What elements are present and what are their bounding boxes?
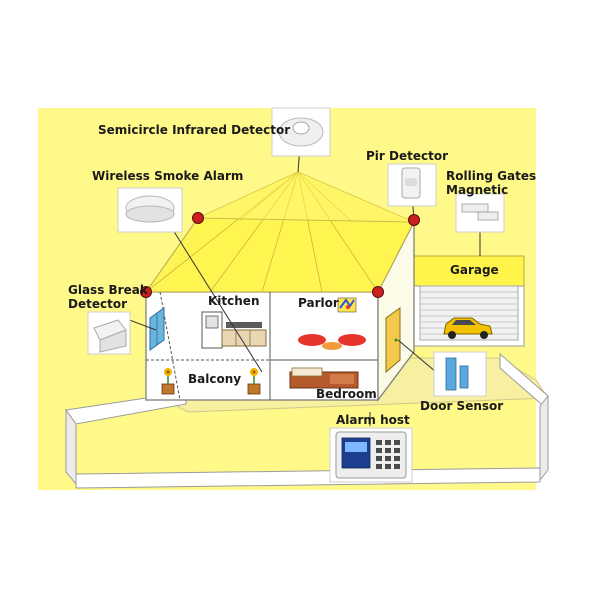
- label-semicircle-infrared-detector: Semicircle Infrared Detector: [98, 123, 291, 137]
- door-sensor-icon: [433, 351, 487, 397]
- balcony-flower-right: [247, 368, 261, 395]
- balcony-flower-left: [161, 368, 175, 395]
- label-magnetic: Magnetic: [446, 183, 509, 197]
- parlor-painting: [337, 297, 357, 313]
- semicircle-infrared-detector-icon: [271, 107, 331, 157]
- sensor-dot-roof-right: [408, 214, 420, 226]
- label-bedroom: Bedroom: [316, 387, 377, 401]
- rolling-gate-magnetic-icon: [455, 193, 505, 233]
- label-detector: Detector: [68, 297, 127, 311]
- label-wireless-smoke-alarm: Wireless Smoke Alarm: [92, 169, 244, 183]
- label-parlor: Parlor: [298, 296, 339, 310]
- room-dividers: [146, 291, 378, 401]
- smoke-alarm-icon: [117, 187, 183, 233]
- label-pir-detector: Pir Detector: [366, 149, 448, 163]
- label-door-sensor: Door Sensor: [420, 399, 504, 413]
- parlor-furniture: [298, 297, 366, 350]
- label-kitchen: Kitchen: [208, 294, 260, 308]
- car-icon: [443, 317, 493, 339]
- label-garage: Garage: [450, 263, 499, 277]
- label-alarm-host: Alarm host: [336, 413, 410, 427]
- glass-break-detector-icon: [87, 311, 131, 355]
- kitchen-furniture: [201, 311, 267, 349]
- sensor-points: [140, 212, 420, 298]
- label-balcony: Balcony: [188, 372, 242, 386]
- garage-building: [413, 255, 525, 347]
- glass-window: [149, 307, 165, 351]
- alarm-host-icon: [329, 427, 413, 483]
- front-door: [385, 307, 401, 374]
- bedroom-furniture: [289, 367, 359, 389]
- roof: [145, 171, 415, 293]
- sensor-dot-corner-left: [140, 286, 152, 298]
- pir-detector-icon: [387, 163, 437, 207]
- label-rolling-gates: Rolling Gates: [446, 169, 537, 183]
- sensor-dot-roof-left: [192, 212, 204, 224]
- label-glass-break: Glass Break: [68, 283, 148, 297]
- sensor-dot-corner-right: [372, 286, 384, 298]
